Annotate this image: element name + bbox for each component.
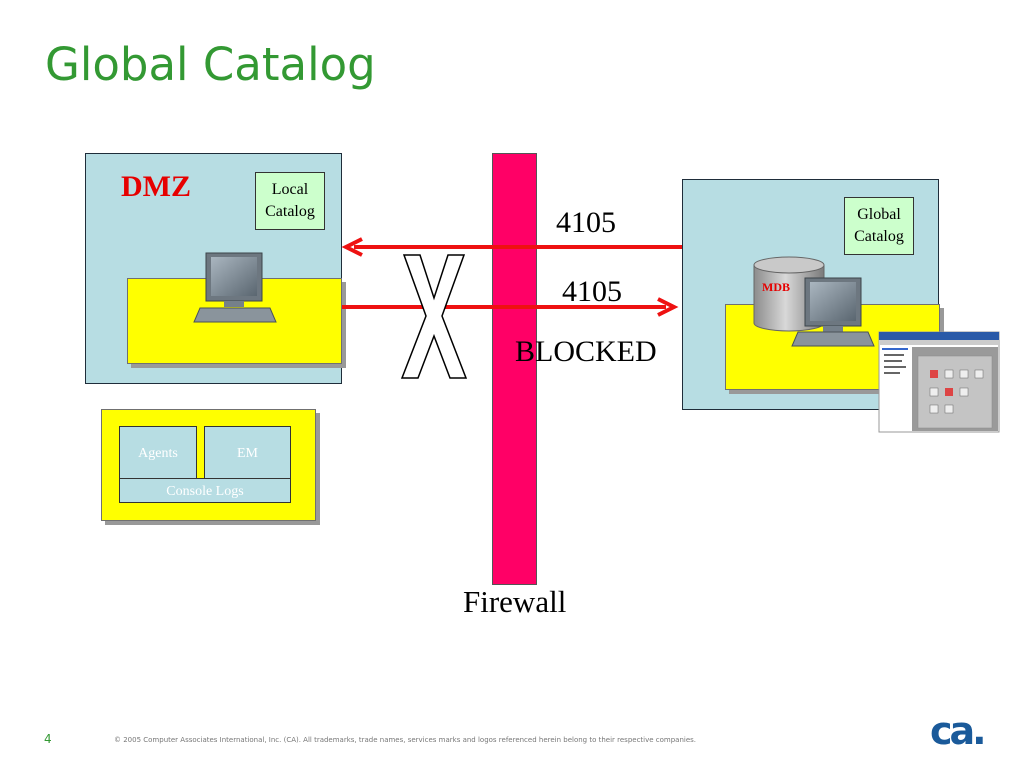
local-catalog-line-2: Catalog — [265, 203, 315, 220]
port-label-bottom: 4105 — [562, 275, 622, 308]
legend-em-label: EM — [237, 446, 258, 461]
port-label-top: 4105 — [556, 206, 616, 239]
legend-agents-label: Agents — [138, 446, 178, 461]
arrow-blocked-to-internal — [342, 297, 679, 317]
dmz-label: DMZ — [121, 170, 191, 203]
local-catalog-box: Local Catalog — [255, 172, 325, 230]
legend-console-logs-label: Console Logs — [166, 484, 244, 499]
dmz-host-platform — [127, 278, 342, 364]
blocked-x-icon — [400, 254, 468, 379]
blocked-label: BLOCKED — [515, 335, 657, 368]
page-number: 4 — [44, 732, 52, 746]
dmz-computer-icon — [193, 252, 277, 323]
internal-computer-icon — [791, 277, 875, 347]
firewall-bar — [492, 153, 537, 585]
arrow-to-local-catalog — [341, 237, 682, 257]
global-catalog-line-1: Global — [857, 206, 901, 223]
ca-logo-text: ca. — [930, 709, 984, 753]
console-screenshot-thumbnail — [878, 331, 1000, 433]
global-catalog-line-2: Catalog — [854, 228, 904, 245]
mdb-label: MDB — [762, 280, 790, 294]
copyright-footer: © 2005 Computer Associates International… — [114, 736, 697, 744]
global-catalog-box: Global Catalog — [844, 197, 914, 255]
slide-title: Global Catalog — [45, 38, 376, 91]
local-catalog-line-1: Local — [271, 181, 309, 198]
ca-logo: ca. — [930, 709, 987, 753]
legend-console-logs: Console Logs — [119, 478, 291, 503]
firewall-label: Firewall — [463, 584, 567, 619]
legend-em: EM — [204, 426, 291, 479]
